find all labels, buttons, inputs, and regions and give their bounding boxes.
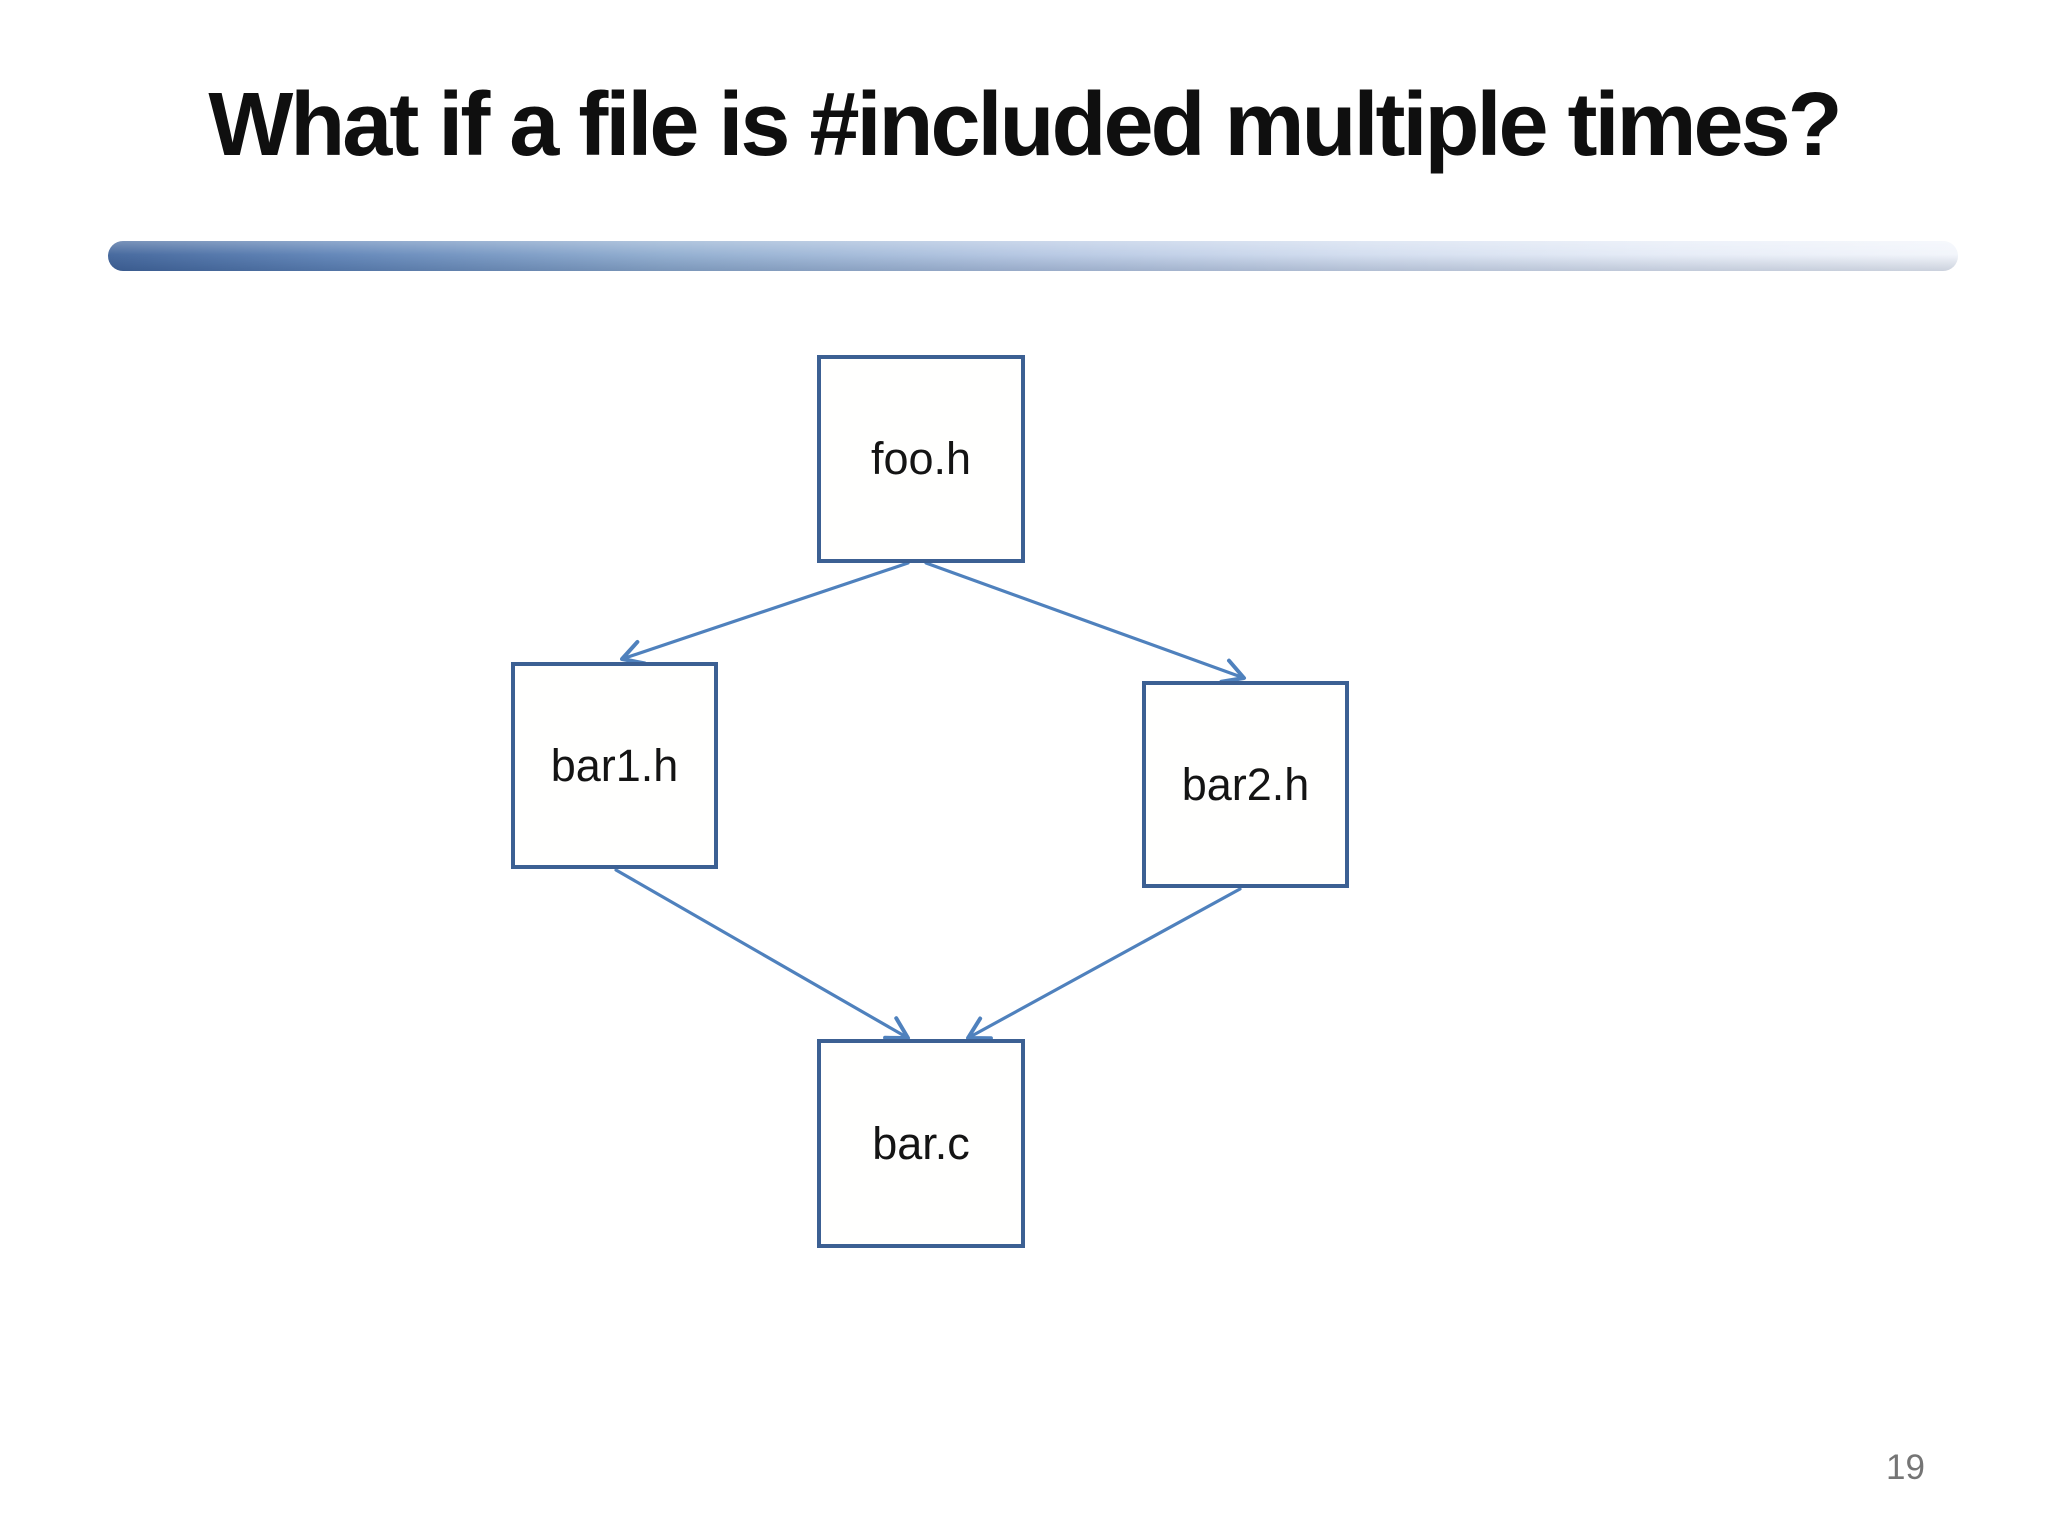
edge-bar1h-to-barc	[614, 868, 910, 1040]
edge-fooh-to-bar2h	[924, 561, 1246, 684]
edge-bar2h-to-barc	[966, 887, 1242, 1041]
node-bar-c-label: bar.c	[872, 1117, 970, 1169]
page-number: 19	[1886, 1448, 1925, 1487]
node-bar2-h: bar2.h	[1142, 681, 1349, 888]
node-bar-c: bar.c	[817, 1039, 1025, 1248]
edge-fooh-to-bar1h	[620, 561, 910, 666]
node-bar1-h-label: bar1.h	[550, 739, 679, 791]
slide-title: What if a file is #included multiple tim…	[208, 75, 1842, 175]
title-divider	[108, 241, 1958, 271]
node-bar2-h-label: bar2.h	[1181, 758, 1310, 810]
node-foo-h-label: foo.h	[870, 433, 972, 484]
node-bar1-h: bar1.h	[511, 662, 718, 869]
node-foo-h: foo.h	[817, 355, 1025, 563]
